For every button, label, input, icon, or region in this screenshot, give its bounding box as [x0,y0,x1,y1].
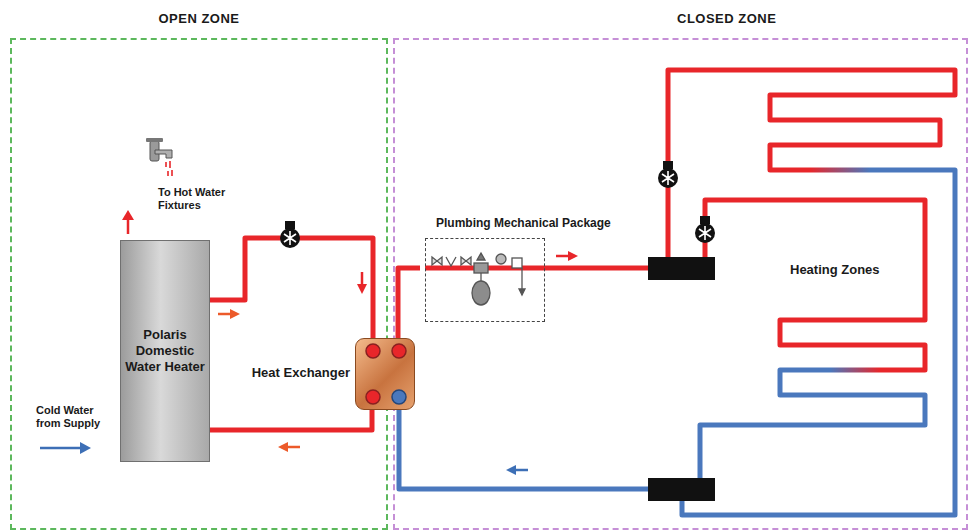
supply-manifold [648,257,715,280]
zone-region: CLOSED ZONEPlumbing Mechanical Package [393,38,968,530]
flow-arrow [122,210,134,220]
water-drops [166,161,172,176]
supply-pipe [425,266,648,271]
flow-arrow [40,447,82,450]
zone-region: OPEN ZONEPolaris Domestic Water Heater [10,38,388,530]
faucet-icon [146,138,172,176]
annotation-label: To Hot Water Fixtures [158,186,238,212]
flow-arrows [40,210,578,475]
flow-arrow [357,284,367,294]
hot-water-pipe [210,410,372,430]
heating-loop [830,368,880,373]
circulator-pump [280,221,300,248]
flow-arrow [127,218,130,234]
faucet-spout [155,150,172,158]
zone-heading: CLOSED ZONE [677,11,776,26]
drain-arrow [519,289,525,295]
flow-arrow [80,442,91,454]
flow-arrow [514,469,528,472]
vent-symbol [477,253,485,260]
package-outline [425,238,545,322]
flow-arrow [286,446,300,449]
heating-loop [682,170,955,515]
flow-arrow [278,442,288,452]
return-manifold [648,478,715,501]
return-pipe [399,410,648,489]
flow-arrow [506,465,516,475]
package-fittings [432,253,525,305]
drain-fitting [512,258,522,268]
valve-symbol [432,257,442,265]
expansion-tank [472,281,490,305]
exchanger-ports [356,339,416,411]
annotation-label: Cold Water from Supply [36,404,118,430]
faucet-handle [146,138,163,142]
flow-arrow [230,309,240,319]
flow-arrow [568,251,578,261]
heating-loop [705,200,925,370]
tank-connector [480,273,481,281]
package-label: Plumbing Mechanical Package [420,212,615,230]
circulator-pump [658,161,678,188]
zone-heading: OPEN ZONE [12,11,386,26]
heat-exchanger: Heat Exchanger [355,338,415,410]
flow-arrow [361,272,364,286]
water-heater-tank: Polaris Domestic Water Heater [120,240,210,462]
flow-arrow [218,313,232,316]
hot-water-pipe [210,238,373,338]
tank-label: Polaris Domestic Water Heater [125,327,205,376]
pipes [399,70,955,515]
heating-loop [700,370,925,478]
valve-symbol [461,257,471,265]
hot-water-pipe [398,268,420,338]
heating-loop [668,70,955,257]
mechanical-package: Plumbing Mechanical Package [420,212,615,322]
drain-line [521,268,522,290]
exchanger-label: Heat Exchanger [252,365,350,380]
flow-arrow [556,255,570,258]
annotation-label: Heating Zones [790,262,880,278]
heating-loop [810,168,870,173]
gauge-symbol [496,254,506,264]
tank-fitting [474,263,488,273]
circulator-pump [695,216,715,243]
check-valve-symbol [446,257,456,266]
